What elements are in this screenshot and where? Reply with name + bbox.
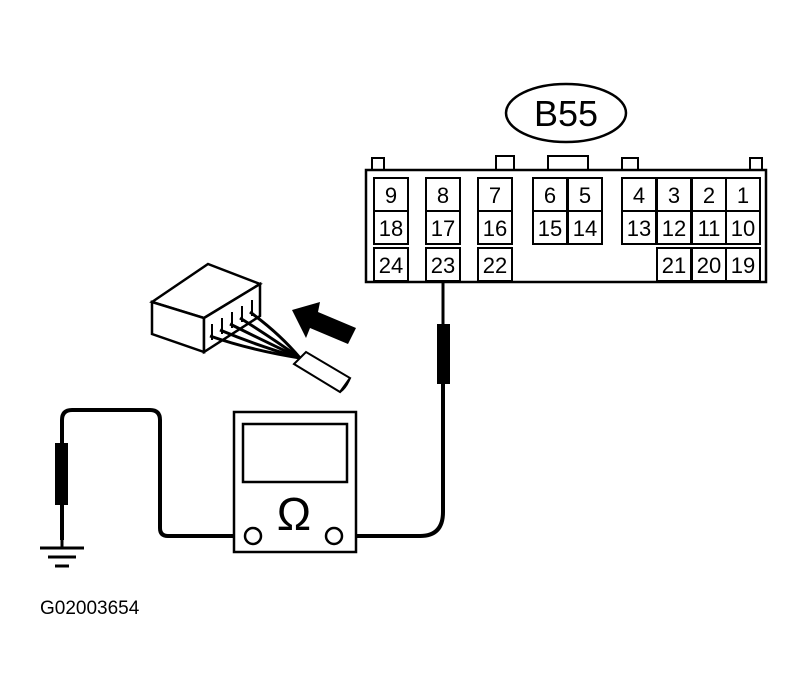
harness-connector-illustration — [149, 262, 352, 394]
pin-number: 14 — [573, 216, 597, 241]
pin-cell — [373, 247, 409, 282]
pin-number: 3 — [668, 183, 680, 208]
figure-id: G02003654 — [40, 598, 140, 619]
connector-pin-22: 22 — [477, 247, 513, 282]
ohm-symbol: Ω — [277, 488, 311, 540]
pin-number: 15 — [538, 216, 562, 241]
connector-pin-23: 23 — [425, 247, 461, 282]
pin-number: 22 — [483, 253, 507, 278]
pin-number: 24 — [379, 253, 403, 278]
connector-pin-6: 6 — [532, 177, 568, 212]
ohmmeter-terminal-left — [243, 526, 263, 546]
connector-pin-3: 3 — [656, 177, 692, 212]
probe-tip — [437, 324, 450, 384]
pin-cell — [567, 210, 603, 245]
connector-pin-18: 18 — [373, 210, 409, 245]
pin-number: 20 — [697, 253, 721, 278]
connector-pin-7: 7 — [477, 177, 513, 212]
pin-number: 2 — [703, 183, 715, 208]
pin-number: 21 — [662, 253, 686, 278]
pin-number: 5 — [579, 183, 591, 208]
pin-cell — [477, 247, 513, 282]
connector-pin-20: 20 — [691, 247, 727, 282]
connector-label-text: B55 — [534, 93, 598, 134]
pin-cell — [373, 177, 409, 212]
connector-pin-24: 24 — [373, 247, 409, 282]
connector-pin-9: 9 — [373, 177, 409, 212]
connector-pin-1: 1 — [725, 177, 761, 212]
pin-cell — [725, 247, 761, 282]
connector-pin-19: 19 — [725, 247, 761, 282]
pin-number: 17 — [431, 216, 455, 241]
connector-pin-21: 21 — [656, 247, 692, 282]
pin-cell — [477, 177, 513, 212]
pin-number: 23 — [431, 253, 455, 278]
direction-arrow-icon — [292, 302, 356, 344]
probe-lead-ground — [55, 408, 258, 540]
pin-cell — [373, 210, 409, 245]
pin-number: 19 — [731, 253, 755, 278]
pin-number: 4 — [633, 183, 645, 208]
connector-pin-12: 12 — [656, 210, 692, 245]
connector-label: B55 — [504, 82, 628, 144]
pin-number: 9 — [385, 183, 397, 208]
pin-number: 12 — [662, 216, 686, 241]
ground-probe-tip — [55, 443, 68, 505]
connector-pin-10: 10 — [725, 210, 761, 245]
ohmmeter-terminal-right — [324, 526, 344, 546]
pin-number: 8 — [437, 183, 449, 208]
pin-number: 16 — [483, 216, 507, 241]
connector-pin-11: 11 — [691, 210, 727, 245]
connector-pin-2: 2 — [691, 177, 727, 212]
pin-number: 6 — [544, 183, 556, 208]
pin-number: 10 — [731, 216, 755, 241]
ohmmeter: Ω — [232, 410, 358, 554]
connector-pin-15: 15 — [532, 210, 568, 245]
pin-number: 1 — [737, 183, 749, 208]
pin-number: 7 — [489, 183, 501, 208]
connector-pin-14: 14 — [567, 210, 603, 245]
connector-pin-17: 17 — [425, 210, 461, 245]
pin-cell — [425, 177, 461, 212]
ground-icon — [40, 540, 84, 568]
connector-pin-5: 5 — [567, 177, 603, 212]
pin-cell — [477, 210, 513, 245]
pin-cell — [425, 210, 461, 245]
connector-pin-4: 4 — [621, 177, 657, 212]
pin-number: 13 — [627, 216, 651, 241]
connector-pin-13: 13 — [621, 210, 657, 245]
pin-number: 11 — [698, 216, 721, 241]
pin-cell — [656, 247, 692, 282]
connector-pin-16: 16 — [477, 210, 513, 245]
pin-cell — [691, 210, 727, 245]
pin-cell — [567, 177, 603, 212]
pin-number: 18 — [379, 216, 403, 241]
pin-cell — [725, 210, 761, 245]
pin-cell — [425, 247, 461, 282]
connector-pin-8: 8 — [425, 177, 461, 212]
probe-lead-connector — [345, 282, 450, 538]
ohmmeter-display — [241, 422, 349, 484]
